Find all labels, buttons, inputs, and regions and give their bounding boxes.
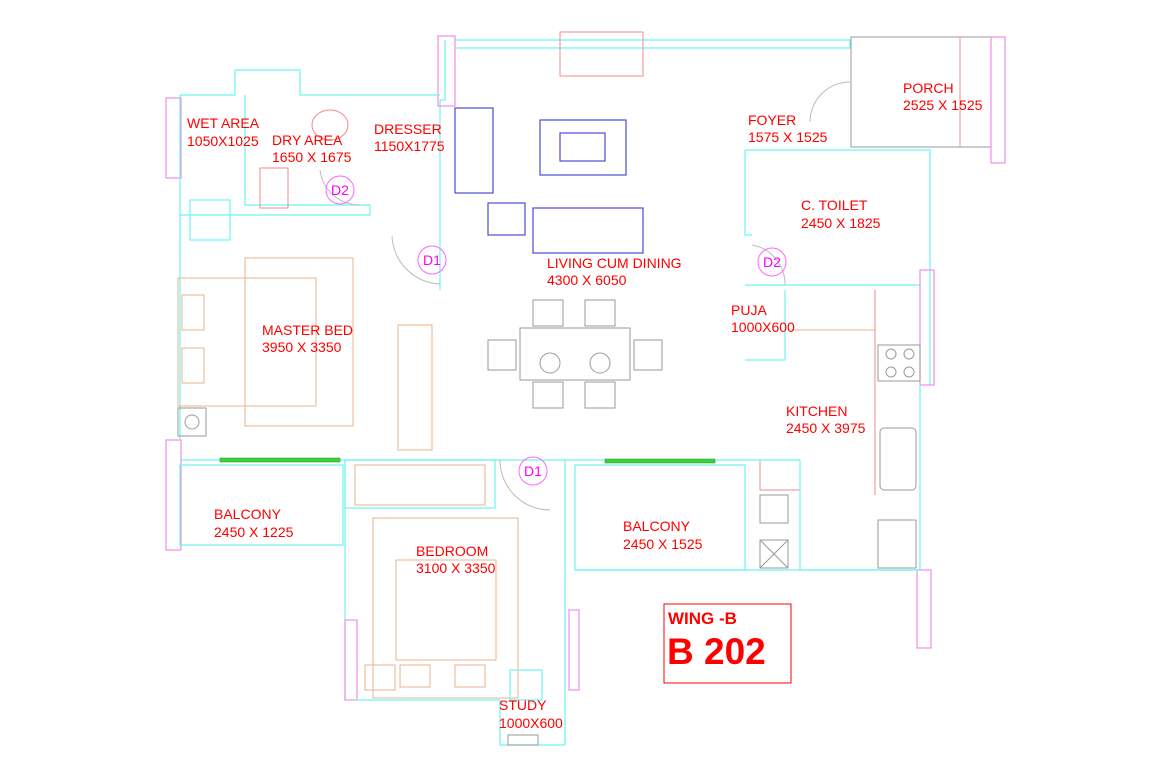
puja-size: 1000X600: [731, 319, 795, 335]
door-tag-d1-bedroom: D1: [524, 463, 542, 479]
dresser-size: 1150X1775: [374, 138, 445, 154]
door-swings: [319, 81, 851, 511]
unit-tag: WING -B B 202: [663, 603, 792, 684]
kitchen-name: KITCHEN: [786, 403, 847, 419]
dry-area-name: DRY AREA: [272, 132, 343, 148]
master-bed-name: MASTER BED: [262, 322, 353, 338]
balcony-right-size: 2450 X 1525: [623, 536, 703, 552]
walls: [165, 31, 1006, 746]
puja-name: PUJA: [731, 302, 767, 318]
foyer-name: FOYER: [748, 112, 796, 128]
wing-label: WING -B: [668, 609, 737, 628]
door-tag-d2-toilet: D2: [763, 254, 781, 270]
kitchen-size: 2450 X 3975: [786, 420, 866, 436]
balcony-left-size: 2450 X 1225: [214, 524, 294, 540]
balcony-right-name: BALCONY: [623, 518, 691, 534]
door-tag-d1-master: D1: [423, 252, 441, 268]
wet-area-name: WET AREA: [187, 115, 260, 131]
living-name: LIVING CUM DINING: [547, 255, 682, 271]
door-tags: D2 D1 D2 D1: [325, 175, 787, 486]
bedroom-size: 3100 X 3350: [416, 560, 496, 576]
porch-size: 2525 X 1525: [903, 97, 983, 113]
study-size: 1000X600: [499, 715, 563, 731]
porch-name: PORCH: [903, 80, 954, 96]
unit-number: B 202: [667, 631, 766, 672]
room-labels: WET AREA 1050X1025 DRY AREA 1650 X 1675 …: [187, 80, 983, 731]
bedroom-name: BEDROOM: [416, 543, 488, 559]
living-size: 4300 X 6050: [547, 272, 627, 288]
dresser-name: DRESSER: [374, 121, 442, 137]
wet-area-size: 1050X1025: [187, 133, 259, 149]
door-tag-d2-dry: D2: [331, 182, 349, 198]
master-bed-size: 3950 X 3350: [262, 339, 342, 355]
foyer-size: 1575 X 1525: [748, 129, 828, 145]
study-name: STUDY: [499, 697, 547, 713]
dry-area-size: 1650 X 1675: [272, 149, 352, 165]
c-toilet-size: 2450 X 1825: [801, 215, 881, 231]
c-toilet-name: C. TOILET: [801, 197, 868, 213]
furniture: [454, 107, 663, 409]
balcony-left-name: BALCONY: [214, 506, 282, 522]
